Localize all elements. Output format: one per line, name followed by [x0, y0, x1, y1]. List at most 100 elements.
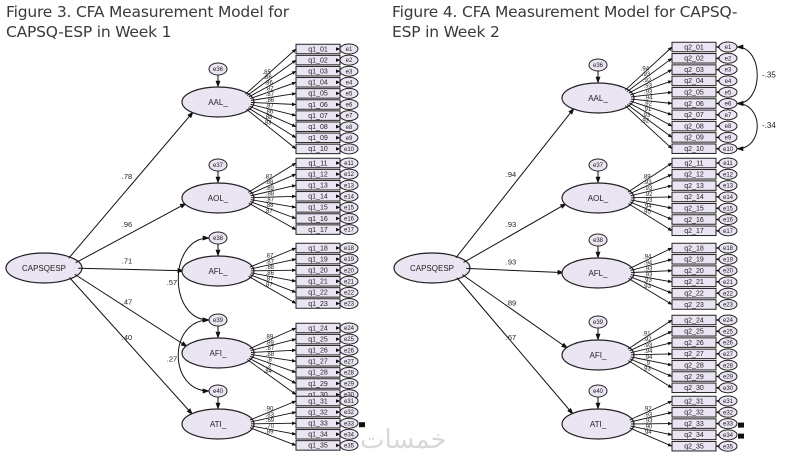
- indicator-label: q2_05: [684, 90, 704, 97]
- indicator-label: q1_22: [308, 290, 328, 297]
- item-loading-label: .89: [265, 340, 274, 346]
- indicator-label: q1_06: [308, 102, 328, 109]
- error-circle: [339, 54, 359, 66]
- error-circle: [339, 179, 359, 191]
- indicator-label: q1_29: [308, 381, 328, 388]
- marker-icon: [359, 422, 365, 428]
- error-label: e23: [344, 302, 355, 308]
- error-circle: [339, 355, 359, 367]
- structural-loading-label: .78: [122, 172, 132, 181]
- error-circle: [339, 406, 359, 418]
- item-loading-arrow: [626, 57, 673, 92]
- structural-loading-label: .96: [122, 220, 132, 229]
- item-loading-label: .87: [266, 259, 275, 265]
- indicator-label: q1_14: [308, 194, 328, 201]
- item-loading-label: .87: [266, 197, 275, 203]
- item-loading-arrow: [248, 357, 297, 384]
- error-label: e31: [344, 399, 355, 405]
- error-circle: [718, 406, 738, 418]
- structural-path-arrow: [74, 273, 188, 348]
- covariance-arrow: [736, 44, 758, 106]
- indicator-label: q2_25: [684, 329, 704, 336]
- item-loading-label: .94: [644, 95, 653, 101]
- factor-label: ATI_: [210, 420, 227, 429]
- item-loading-label: .87: [266, 346, 275, 352]
- error-circle: [339, 190, 359, 202]
- indicator-label: q1_05: [308, 91, 328, 98]
- error-circle: [339, 143, 359, 155]
- root-latent-label: CAPSQESP: [22, 264, 66, 273]
- error-label: e27: [723, 352, 734, 358]
- error-circle: [339, 417, 359, 429]
- error-label: e13: [344, 183, 355, 189]
- item-loading-label: .91: [643, 107, 652, 113]
- indicator-label: q2_23: [684, 302, 704, 309]
- item-loading-arrow: [630, 341, 673, 354]
- item-loading-arrow: [250, 184, 297, 197]
- indicator-label: q1_07: [308, 113, 328, 120]
- error-label: e16: [723, 218, 734, 224]
- factor-label: AAL_: [208, 98, 228, 107]
- error-label: e4: [725, 79, 732, 85]
- item-loading-arrow: [627, 162, 673, 193]
- error-circle: [718, 429, 738, 441]
- item-loading-arrow: [628, 102, 673, 127]
- indicator-label: q2_35: [684, 444, 704, 451]
- error-label: e14: [723, 195, 734, 201]
- error-label: e18: [723, 246, 734, 252]
- error-circle: [718, 202, 738, 214]
- indicator-label: q1_11: [309, 160, 328, 167]
- item-loading-label: .89: [265, 430, 274, 436]
- watermark: خمسات: [360, 425, 447, 455]
- item-loading-label: .92: [643, 78, 652, 84]
- error-label: e20: [344, 268, 355, 274]
- item-loading-arrow: [628, 69, 673, 94]
- item-loading-arrow: [249, 400, 297, 421]
- item-loading-label: .92: [644, 101, 653, 107]
- item-loading-arrow: [250, 272, 297, 283]
- error-circle: [339, 201, 359, 213]
- error-circle: [339, 43, 359, 55]
- item-loading-arrow: [631, 268, 673, 274]
- item-loading-label: .3: [266, 363, 272, 369]
- structural-loading-label: .93: [506, 257, 516, 266]
- indicator-label: q2_12: [684, 172, 704, 179]
- item-loading-label: .89: [266, 186, 275, 192]
- error-label: e8: [725, 124, 732, 130]
- error-label: e17: [723, 229, 734, 235]
- structural-loading-label: .89: [506, 298, 516, 307]
- item-loading-arrow: [246, 359, 297, 395]
- factor-label: AOL_: [208, 194, 229, 203]
- item-loading-arrow: [249, 173, 297, 195]
- structural-path-arrow: [75, 202, 187, 264]
- error-label: e5: [725, 90, 732, 96]
- item-loading-label: .92: [643, 407, 652, 413]
- error-circle: [339, 132, 359, 144]
- factor-label: AFI_: [590, 351, 607, 360]
- indicator-label: q2_11: [685, 160, 704, 167]
- covariance-label: .27: [167, 354, 177, 363]
- disturbance-label: e36: [593, 63, 604, 69]
- indicator-label: q2_26: [684, 340, 704, 347]
- structural-loading-label: .40: [122, 333, 132, 342]
- item-loading-label: .93: [644, 186, 653, 192]
- item-loading-arrow: [630, 98, 673, 105]
- indicator-label: q1_25: [308, 336, 328, 343]
- item-loading-label: .88: [266, 352, 275, 358]
- error-circle: [718, 276, 738, 288]
- item-loading-label: .70: [266, 424, 275, 430]
- error-label: e23: [723, 303, 734, 309]
- indicator-label: q2_16: [684, 217, 704, 224]
- item-loading-label: .87: [266, 104, 275, 110]
- disturbance-circle: [588, 315, 608, 329]
- item-loading-arrow: [250, 425, 297, 436]
- item-loading-label: .87: [265, 254, 274, 260]
- error-circle: [718, 157, 738, 169]
- error-label: e15: [344, 205, 355, 211]
- error-label: e25: [723, 329, 734, 335]
- error-circle: [339, 439, 359, 451]
- indicator-label: q2_22: [684, 291, 704, 298]
- error-label: e11: [723, 161, 733, 167]
- error-circle: [339, 428, 359, 440]
- structural-loading-label: .93: [506, 220, 516, 229]
